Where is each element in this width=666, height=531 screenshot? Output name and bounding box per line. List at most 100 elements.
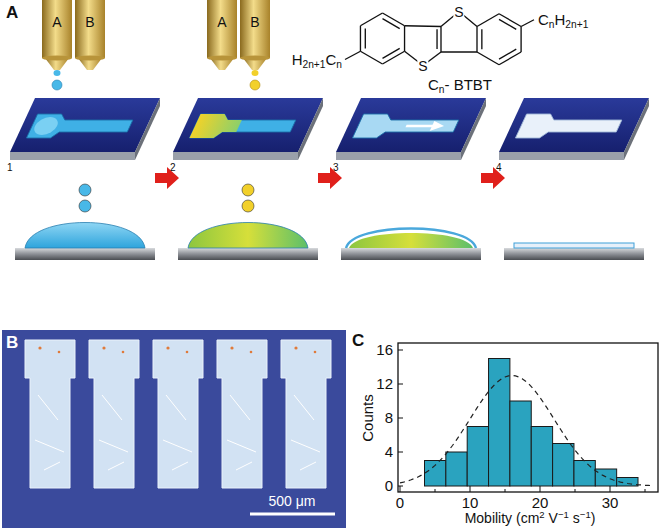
label-text: S	[454, 3, 463, 19]
micrograph-ground	[2, 330, 346, 528]
superscript: −1	[558, 509, 569, 520]
nozzle-rim	[75, 56, 105, 61]
crystal-texture	[99, 395, 128, 470]
defect-dot	[122, 351, 125, 354]
panel-a-art	[10, 0, 649, 260]
nozzle-rim	[207, 56, 237, 61]
ink-film	[515, 114, 624, 138]
double-bond	[436, 29, 437, 49]
subscript: 2n+1	[303, 59, 326, 70]
label-text: B	[250, 14, 259, 30]
histogram-bar	[553, 444, 574, 487]
crystal-strip	[153, 340, 203, 488]
label-text: 16	[376, 341, 393, 358]
label-group: B	[6, 333, 18, 353]
substrate-top	[499, 98, 649, 152]
nozzle-rim	[42, 56, 72, 61]
label-group: Mobility (cm2V−1s−1)	[465, 510, 596, 526]
substrate-section	[15, 248, 155, 260]
label-text: 30	[602, 494, 619, 511]
shear-arrow-head	[430, 121, 447, 131]
plot-frame	[398, 343, 658, 492]
bond	[345, 51, 360, 59]
label-group: 4	[496, 162, 502, 174]
histogram-bar	[510, 401, 531, 486]
label-text: Counts	[359, 394, 376, 442]
falling-drop	[242, 200, 254, 212]
double-bond	[365, 29, 366, 49]
bond	[360, 13, 382, 26]
bond	[404, 26, 405, 52]
histogram-bar	[467, 427, 488, 487]
label-group: 10	[462, 494, 479, 511]
ink-film	[26, 114, 135, 138]
label-text: B	[85, 14, 94, 30]
falling-drop	[79, 200, 91, 212]
label-text: H	[555, 11, 566, 28]
ink-film	[189, 114, 298, 138]
film-group	[515, 114, 624, 138]
bond	[383, 13, 405, 26]
substrate-side	[461, 98, 486, 160]
nozzle-body	[42, 0, 72, 58]
defect-dot	[250, 351, 253, 354]
gaussian-fit	[400, 376, 652, 486]
label-text: Mobility (cm	[465, 510, 540, 526]
substrate-section	[504, 248, 644, 260]
label-text: 20	[532, 494, 549, 511]
label-group: 0	[385, 477, 393, 494]
subscript: n	[549, 19, 555, 30]
bond	[360, 26, 361, 52]
double-bond	[499, 19, 516, 29]
substrate-side	[298, 98, 323, 160]
label-group: A	[207, 14, 237, 30]
film-group	[352, 114, 461, 138]
label-text: 3	[333, 162, 339, 173]
nozzle-body	[207, 0, 237, 58]
bond	[477, 52, 499, 65]
mixed-ink	[189, 114, 244, 138]
label-group: H2n+1Cn	[292, 51, 342, 68]
superscript: 2	[539, 509, 544, 520]
label-group: A	[6, 3, 18, 23]
x-tick	[540, 486, 541, 492]
film-group	[189, 114, 298, 138]
shear-arrow	[406, 125, 434, 128]
label-group: 12	[376, 375, 393, 392]
label-group: 1	[7, 162, 13, 174]
defect-dot	[166, 346, 169, 349]
nozzle-rim	[240, 56, 270, 61]
double-bond	[481, 29, 482, 49]
label-group: S	[453, 3, 464, 19]
label-group: 16	[376, 341, 393, 358]
substrate-front	[173, 152, 298, 160]
defect-dot	[294, 346, 297, 349]
bond	[441, 51, 477, 52]
label-group: 500 μm	[269, 493, 316, 509]
label-group: 3	[333, 162, 339, 174]
label-group: Counts	[359, 394, 376, 442]
hanging-drop	[54, 70, 61, 76]
label-group: 4	[385, 443, 393, 460]
defect-dot	[230, 346, 233, 349]
label-text: 10	[462, 494, 479, 511]
falling-drop	[242, 184, 254, 196]
droplet-spread	[31, 117, 61, 135]
label-text: C	[352, 331, 364, 350]
label-text: A	[217, 14, 226, 30]
nozzle-body	[240, 0, 270, 58]
hanging-drop	[252, 70, 259, 76]
substrate-section	[341, 248, 481, 260]
label-text: 4	[496, 162, 502, 173]
subscript: n	[439, 84, 445, 95]
crystal-texture	[227, 395, 256, 470]
defect-dot	[102, 346, 105, 349]
label-text: V	[549, 510, 558, 526]
label-text: H	[292, 51, 303, 68]
histogram-bar	[489, 359, 510, 487]
ink-film	[352, 114, 461, 138]
label-text: 4	[385, 443, 393, 460]
double-bond	[499, 49, 516, 59]
label-group: 2	[170, 162, 176, 174]
